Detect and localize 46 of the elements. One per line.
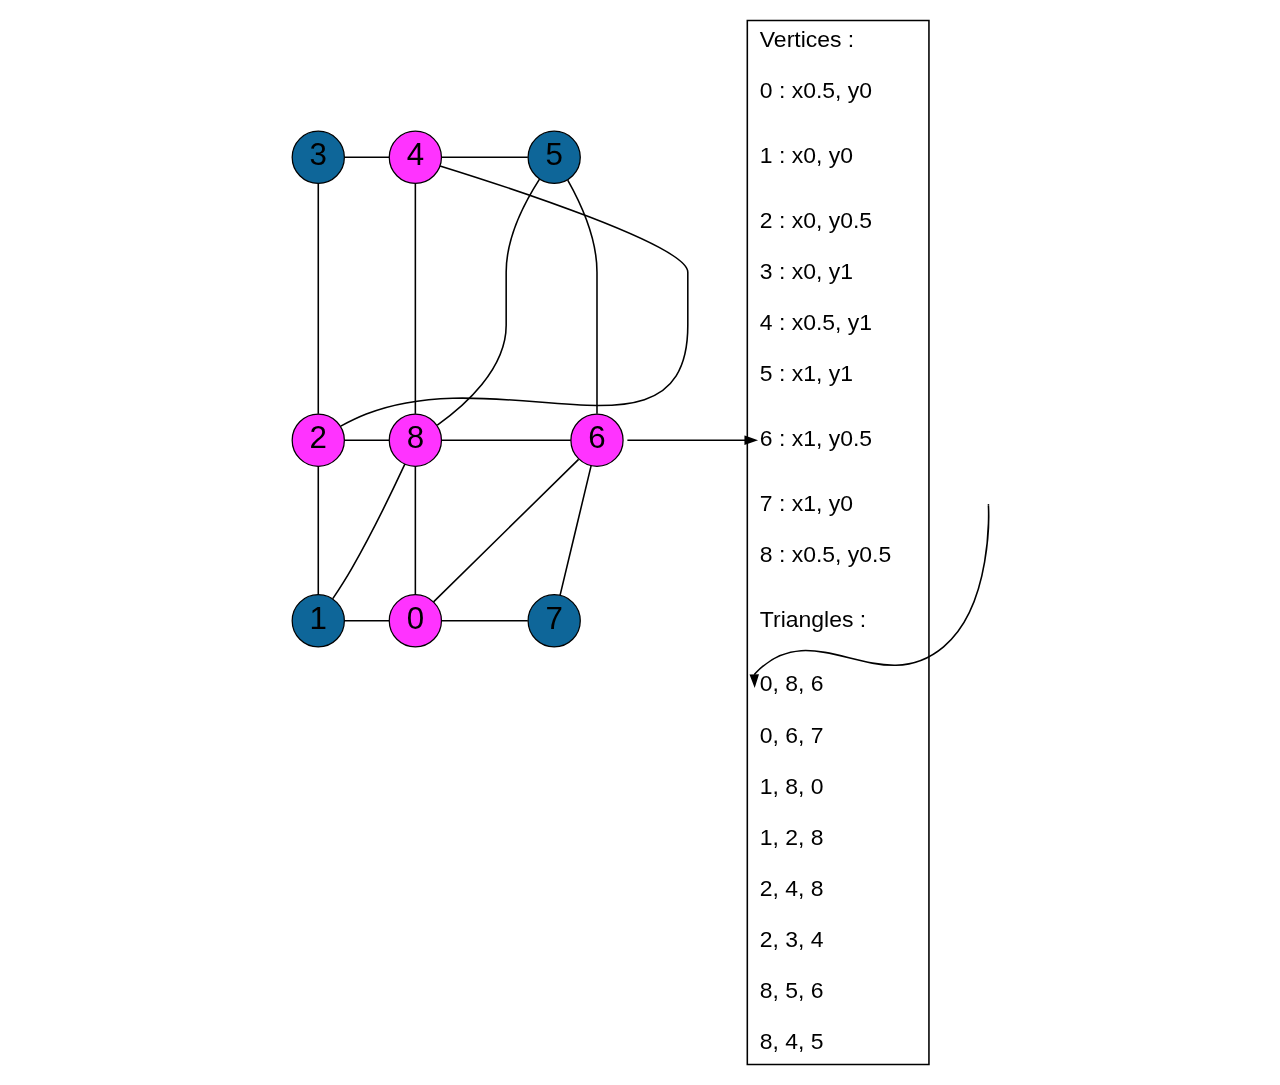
node-text: 1, 8, 0	[759, 772, 824, 799]
node-circle: 8	[388, 413, 442, 467]
node-circle: 5	[526, 130, 581, 185]
node-text: 3 : x0, y1	[759, 258, 853, 285]
node-text: 2 : x0, y0.5	[759, 206, 872, 233]
connector	[440, 620, 529, 622]
node-text: 7 : x1, y0	[759, 489, 853, 516]
node-text: 0 : x0.5, y0	[759, 77, 872, 104]
node-text: 1 : x0, y0	[759, 142, 853, 169]
node-text: Triangles :	[759, 605, 866, 632]
arrow	[749, 505, 989, 688]
connector	[339, 165, 689, 427]
connector	[414, 465, 416, 596]
node-circle: 3	[291, 130, 345, 185]
node-text: Vertices :	[759, 26, 854, 53]
connector	[436, 178, 540, 426]
node-text: 1, 2, 8	[759, 823, 824, 850]
node-text: 8, 5, 6	[759, 977, 824, 1004]
node-text: 5 : x1, y1	[759, 360, 853, 387]
node-text: 8, 4, 5	[759, 1028, 824, 1055]
node-circle: 7	[526, 594, 581, 648]
connector	[343, 156, 390, 159]
node-text: 0, 6, 7	[759, 721, 824, 748]
node-circle: 1	[291, 594, 345, 648]
connector	[432, 458, 579, 603]
node-circle: 0	[388, 594, 442, 648]
node-text: 2, 4, 8	[759, 874, 824, 901]
node-text: 4 : x0.5, y1	[759, 309, 872, 336]
node-text: 0, 8, 6	[759, 670, 824, 697]
node-text: 6 : x1, y0.5	[759, 425, 872, 452]
arrow	[626, 435, 758, 445]
connector	[343, 439, 390, 441]
node-circle: 6	[569, 413, 624, 467]
connector	[414, 182, 416, 415]
connector	[440, 156, 529, 159]
connector	[440, 439, 572, 441]
connector	[343, 620, 390, 622]
node-text: 8 : x0.5, y0.5	[759, 540, 891, 567]
node-text: 2, 3, 4	[759, 926, 824, 953]
connector	[317, 465, 319, 596]
connector	[558, 464, 592, 597]
connector	[317, 182, 319, 415]
node-circle: 2	[291, 413, 345, 467]
connector	[566, 179, 598, 415]
connector	[331, 463, 406, 600]
node-circle: 4	[388, 130, 442, 185]
